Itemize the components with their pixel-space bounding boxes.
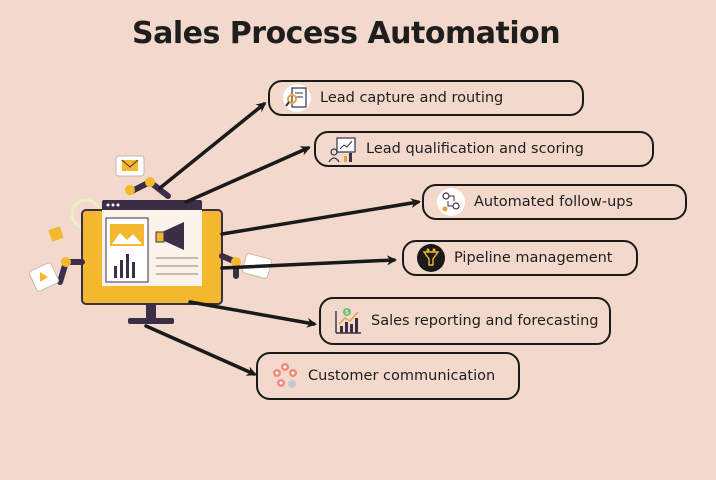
arrow-1 [158, 102, 267, 190]
arrow-6 [144, 324, 257, 376]
item-lead-capture: Lead capture and routing [268, 80, 584, 116]
arrow-5 [188, 300, 317, 328]
item-label: Automated follow-ups [474, 194, 634, 210]
item-label: Sales reporting and forecasting [371, 313, 599, 329]
item-pipeline-management: Pipeline management [402, 240, 638, 276]
item-lead-qualification: Lead qualification and scoring [314, 131, 654, 167]
arrow-2 [184, 146, 311, 204]
document-search-icon [283, 84, 311, 112]
user-network-icon [273, 363, 297, 388]
item-customer-communication: Customer communication [256, 352, 520, 400]
arrow-3 [220, 198, 421, 236]
funnel-icon [417, 244, 445, 272]
megaphone-icon [162, 222, 184, 250]
presentation-board-icon [328, 137, 356, 163]
item-sales-reporting: $ Sales reporting and forecasting [319, 297, 611, 345]
arrow-4 [220, 255, 397, 270]
item-label: Pipeline management [454, 250, 613, 266]
item-label: Customer communication [308, 368, 496, 384]
item-label: Lead capture and routing [320, 90, 504, 106]
monitor-stand [128, 318, 174, 324]
growth-chart-icon: $ [335, 308, 361, 334]
item-label: Lead qualification and scoring [366, 141, 584, 157]
page-title: Sales Process Automation [132, 16, 561, 51]
cube-icon [48, 226, 64, 242]
workflow-users-icon [437, 188, 465, 216]
svg-text:$: $ [345, 309, 349, 316]
item-automated-follow-ups: Automated follow-ups [422, 184, 687, 220]
